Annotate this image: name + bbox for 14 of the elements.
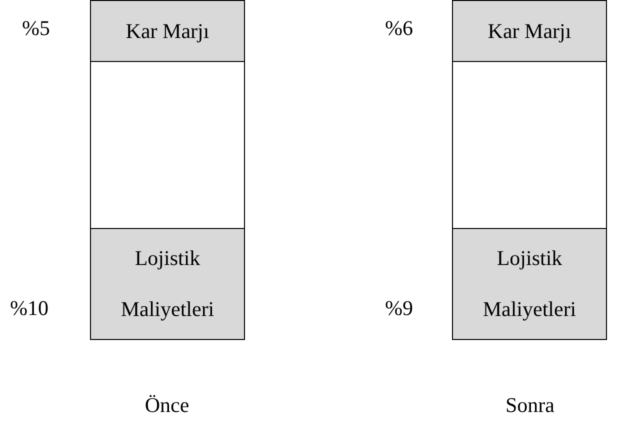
bar-segment (90, 0, 245, 62)
percentage-label: %5 (22, 16, 50, 41)
percentage-label: %10 (10, 296, 48, 321)
bar-segment (452, 0, 607, 62)
bar-segment (452, 228, 607, 340)
segment-label: Lojistik Maliyetleri (482, 245, 578, 323)
segment-label: Kar Marjı (124, 18, 210, 44)
bar-caption: Önce (144, 393, 190, 418)
segment-label: Lojistik Maliyetleri (120, 245, 216, 323)
percentage-label: %6 (385, 16, 413, 41)
segment-label: Kar Marjı (486, 18, 572, 44)
bar-caption: Sonra (506, 393, 554, 418)
bar-segment (90, 228, 245, 340)
percentage-label: %9 (385, 296, 413, 321)
